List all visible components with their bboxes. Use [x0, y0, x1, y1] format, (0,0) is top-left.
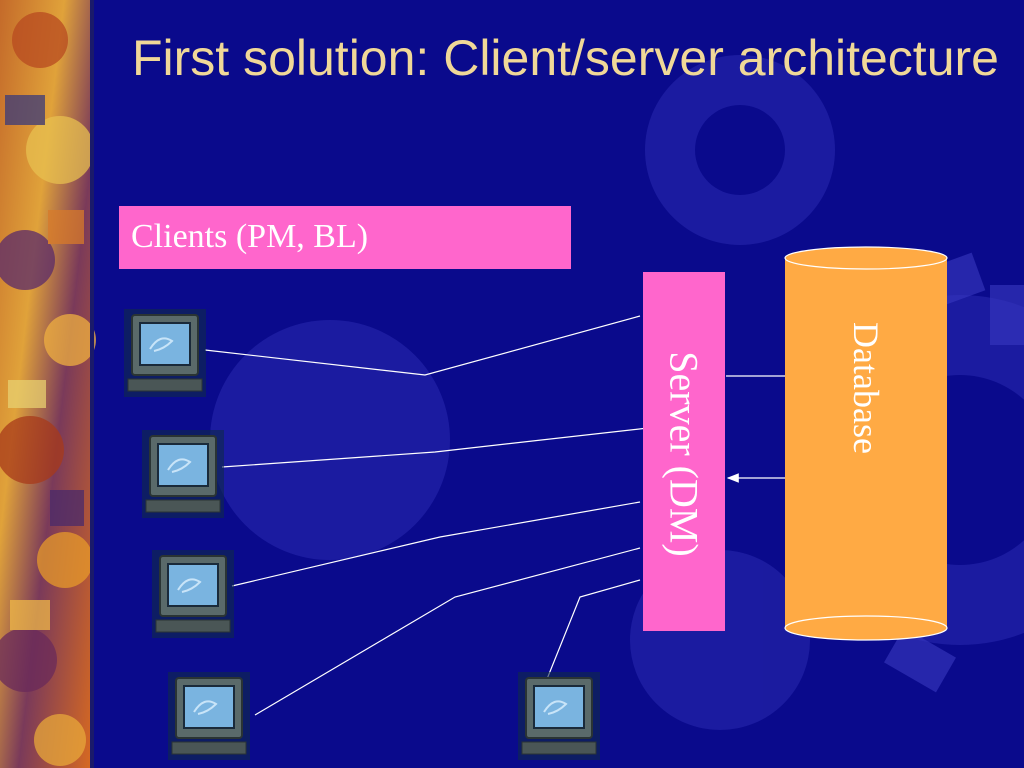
server-box: Server (DM)	[643, 272, 725, 631]
computer-terminal-icon	[168, 672, 250, 760]
slide-title: First solution: Client/server architectu…	[132, 30, 999, 86]
computer-terminal-icon	[142, 430, 224, 518]
database-cylinder	[784, 246, 948, 641]
clients-label-box: Clients (PM, BL)	[119, 206, 571, 269]
computer-terminal-icon	[518, 672, 600, 760]
clients-label: Clients (PM, BL)	[131, 218, 369, 255]
computer-terminal-icon	[152, 550, 234, 638]
database-label: Database	[846, 322, 886, 454]
computer-terminal-icon	[124, 309, 206, 397]
server-label: Server (DM)	[661, 351, 707, 557]
